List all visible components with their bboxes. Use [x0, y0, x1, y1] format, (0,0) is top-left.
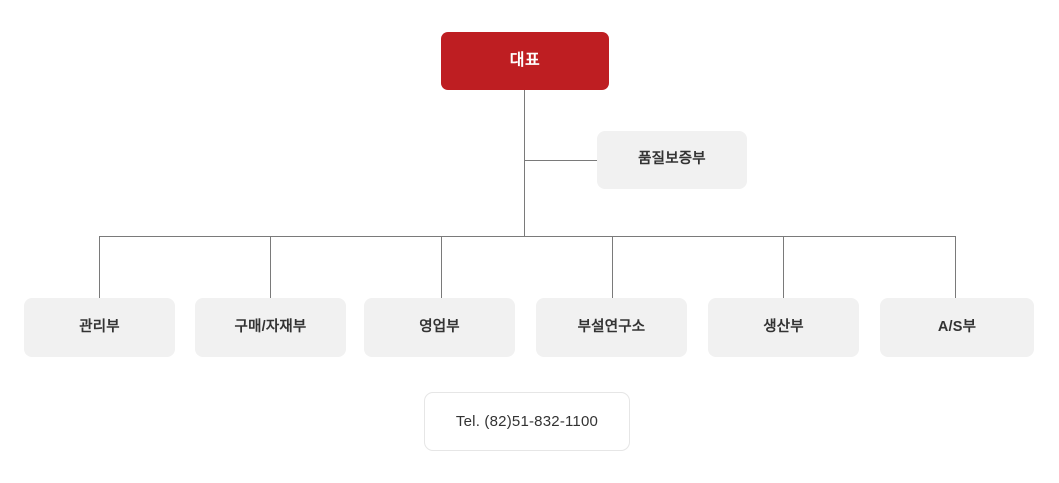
connector-quality-assurance-branch	[524, 160, 597, 161]
node-ceo-label: 대표	[509, 52, 541, 70]
node-purchasing-materials-label: 구매/자재부	[234, 318, 307, 335]
connector-drop-research-institute	[612, 236, 613, 298]
node-management[interactable]: 관리부	[24, 298, 175, 357]
connector-drop-after-service	[955, 236, 956, 298]
node-purchasing-materials[interactable]: 구매/자재부	[195, 298, 346, 357]
connector-ceo-trunk	[524, 90, 525, 237]
connector-drop-purchasing-materials	[270, 236, 271, 298]
node-management-label: 관리부	[79, 318, 120, 335]
connector-department-bus	[99, 236, 956, 237]
node-production-label: 생산부	[763, 318, 804, 335]
node-quality-assurance[interactable]: 품질보증부	[597, 131, 747, 189]
node-production[interactable]: 생산부	[708, 298, 859, 357]
node-research-institute-label: 부설연구소	[577, 318, 646, 335]
node-after-service-label: A/S부	[937, 318, 977, 335]
node-telephone-label: Tel. (82)51-832-1100	[455, 412, 599, 430]
node-quality-assurance-label: 품질보증부	[638, 151, 706, 168]
connector-drop-sales	[441, 236, 442, 298]
connector-drop-management	[99, 236, 100, 298]
node-ceo[interactable]: 대표	[441, 32, 609, 90]
node-telephone[interactable]: Tel. (82)51-832-1100	[424, 392, 630, 451]
node-research-institute[interactable]: 부설연구소	[536, 298, 687, 357]
connector-drop-production	[783, 236, 784, 298]
node-sales[interactable]: 영업부	[364, 298, 515, 357]
node-after-service[interactable]: A/S부	[880, 298, 1034, 357]
node-sales-label: 영업부	[419, 318, 460, 335]
